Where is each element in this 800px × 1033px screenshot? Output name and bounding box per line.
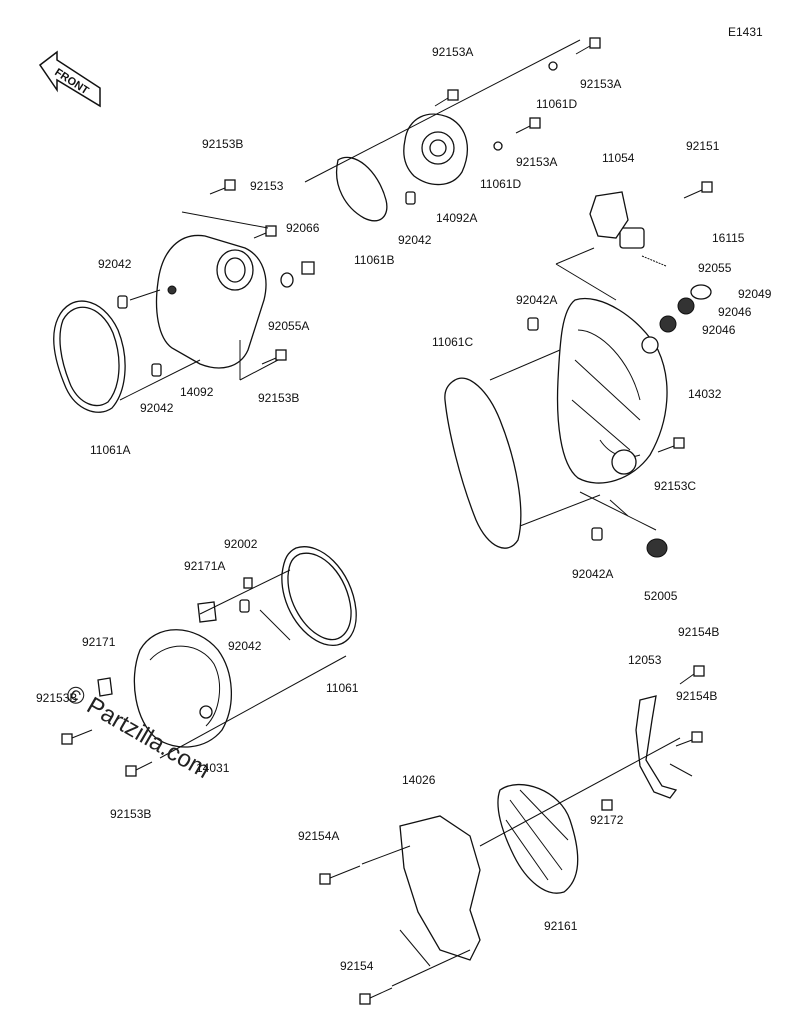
nut-52005 [646,538,668,558]
gasket-11061a [53,300,126,413]
bolt-92002 [243,577,253,589]
clamp-92171a [197,601,217,623]
bolt-92154a [319,865,361,885]
label-14026: 14026 [402,773,436,787]
gasket-11061 [281,546,357,646]
label-14031: 14031 [196,761,230,775]
label-92151: 92151 [686,139,720,153]
bolt-92153b-bot [125,761,153,777]
label-92042a-low: 92042A [572,567,613,581]
bracket-11054 [589,191,629,239]
bolt-92154b-top [679,665,705,685]
label-92002: 92002 [224,537,258,551]
label-11061: 11061 [326,681,359,695]
label-92049: 92049 [738,287,772,301]
bolt-92153b-gen [61,729,93,745]
bolt-92153c [657,437,685,453]
sprocket-cover-14026 [399,815,481,961]
oring-92055a [280,272,294,288]
label-11061d-top: 11061D [536,97,577,111]
dowel-92042-gen [239,599,250,613]
label-92153b-top: 92153B [202,137,243,151]
nut-92046-b [659,315,677,333]
label-92153b-gen: 92153B [36,691,77,705]
label-92042-mid: 92042 [398,233,432,247]
label-92153a-mid: 92153A [516,155,557,169]
label-92055: 92055 [698,261,732,275]
label-92171a: 92171A [184,559,225,573]
label-92153a-right: 92153A [580,77,621,91]
label-92046-a: 92046 [718,305,752,319]
bolt-92151 [683,181,713,199]
label-11061d-mid: 11061D [480,177,521,191]
cover-14092 [155,234,267,369]
label-92042-gen: 92042 [228,639,262,653]
dowel-92042-low [151,363,162,377]
diagram-id: E1431 [728,25,763,39]
label-14092a: 14092A [436,211,477,225]
washer-92049 [690,284,712,300]
label-92042a-top: 92042A [516,293,557,307]
label-11061c: 11061C [432,335,473,349]
label-92171: 92171 [82,635,116,649]
dowel-92042a-low [591,527,603,541]
label-14092: 14092 [180,385,214,399]
label-92154b-top: 92154B [678,625,719,639]
bolt-92172 [601,799,613,811]
washer-11061d-top [548,61,558,71]
dowel-92042-left [117,295,128,309]
label-92046-b: 92046 [702,323,736,337]
plug-92066 [301,261,315,275]
bolt-92153a-right [575,37,601,55]
label-92055a: 92055A [268,319,309,333]
guard-12053 [635,695,678,799]
nut-92046-a [677,297,695,315]
clamp-92171 [97,677,113,697]
label-92154: 92154 [340,959,374,973]
label-92042-left: 92042 [98,257,132,271]
label-92042-low: 92042 [140,401,174,415]
bolt-92153b-top [209,179,236,195]
label-92153a-top: 92153A [432,45,473,59]
dowel-92042-mid [405,191,416,205]
gasket-11061c [444,377,522,549]
bolt-92154b-mid [675,731,703,747]
bolt-92153b-mid [261,349,287,365]
gasket-11061b [336,156,388,222]
bolt-92153 [253,225,277,239]
label-92154a: 92154A [298,829,339,843]
label-92153b-bot: 92153B [110,807,151,821]
label-12053: 12053 [628,653,662,667]
cap-16115 [619,227,645,249]
label-92153c: 92153C [654,479,696,493]
label-16115: 16115 [712,231,745,245]
bolt-92153a-top [434,89,459,107]
label-11054: 11054 [602,151,635,165]
dowel-92042a-top [527,317,539,331]
label-92172: 92172 [590,813,624,827]
label-14032: 14032 [688,387,722,401]
front-arrow-icon: FRONT [38,50,101,108]
spring-92055 [641,255,667,267]
washer-11061d-mid [493,141,503,151]
label-92153b-mid: 92153B [258,391,299,405]
sprocket-cover-92161 [497,783,579,894]
label-11061a: 11061A [90,443,130,457]
label-92066: 92066 [286,221,320,235]
label-52005: 52005 [644,589,678,603]
bolt-92154 [359,987,393,1005]
clutch-cover-14032 [556,297,668,484]
label-92161: 92161 [544,919,578,933]
label-11061b: 11061B [354,253,394,267]
bolt-92153a-mid [515,117,541,134]
label-92153: 92153 [250,179,284,193]
label-92154b-mid: 92154B [676,689,717,703]
